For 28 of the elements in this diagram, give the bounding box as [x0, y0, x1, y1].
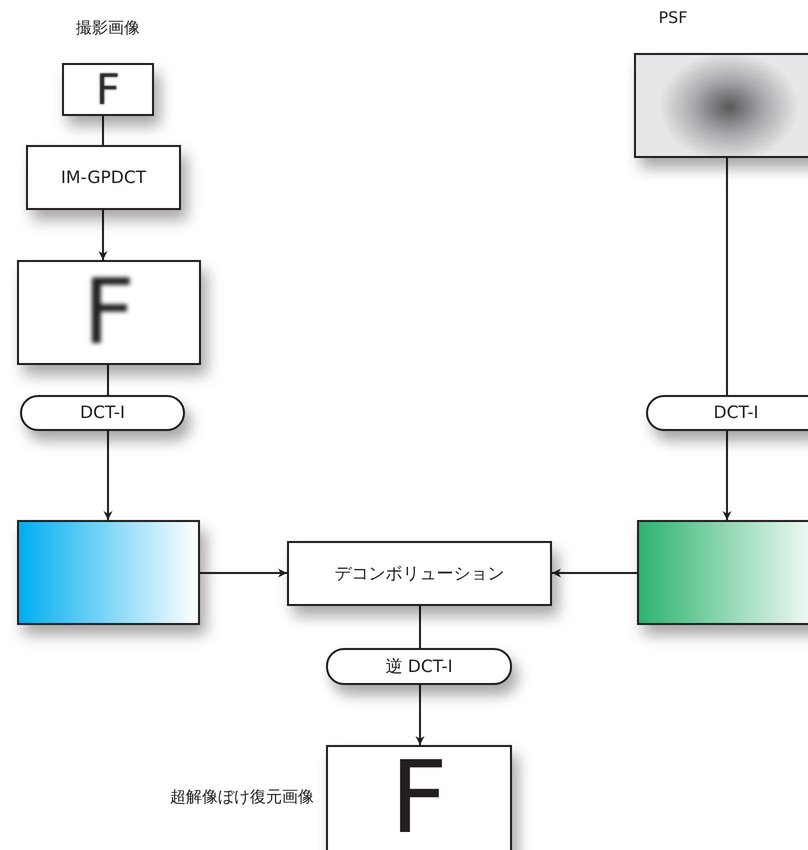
process-box — [287, 541, 552, 606]
process-box — [26, 145, 181, 210]
node-label: DCT-I — [714, 403, 758, 423]
image-box — [326, 745, 512, 850]
image-box — [62, 63, 154, 116]
node-label: 逆 DCT-I — [385, 656, 453, 678]
arrow — [104, 431, 112, 520]
psf-box — [634, 53, 808, 158]
gradient-box — [637, 520, 808, 625]
process-pill — [326, 648, 512, 685]
process-pill — [646, 395, 808, 431]
letter-image: F — [96, 65, 120, 114]
arrow — [98, 210, 108, 260]
node-label: IM-GPDCT — [60, 168, 146, 188]
letter-image: F — [83, 260, 135, 365]
image-box — [17, 260, 201, 365]
process-pill — [20, 395, 185, 431]
image-heading: PSF — [658, 8, 688, 27]
letter-image: F — [390, 738, 448, 850]
arrow — [722, 431, 732, 520]
node-label: DCT-I — [80, 403, 125, 423]
image-heading: 撮影画像 — [76, 18, 140, 39]
arrow — [200, 568, 287, 578]
node-label: デコンボリューション — [334, 563, 504, 585]
arrow — [416, 685, 424, 745]
gradient-box — [17, 520, 200, 625]
image-caption: 超解像ぼけ復元画像 — [170, 787, 314, 808]
arrow — [552, 568, 637, 578]
